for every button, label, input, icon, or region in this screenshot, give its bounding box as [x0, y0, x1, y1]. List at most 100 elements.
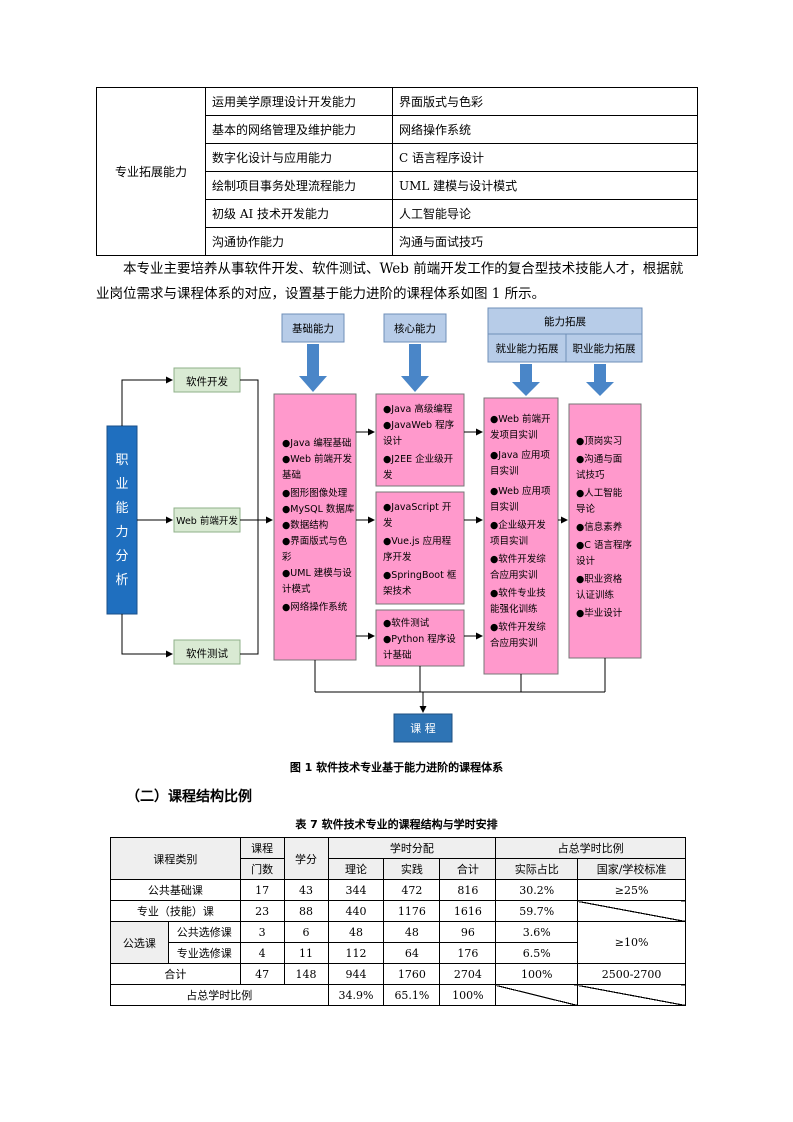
cell: 59.7%: [495, 900, 579, 922]
course-line: ●信息素养: [576, 521, 623, 533]
course-line: ●C 语言程序: [576, 539, 632, 551]
course-output-box: [393, 713, 453, 743]
course-line: ●SpringBoot 框: [383, 569, 457, 581]
course-line: 能强化训练: [490, 603, 538, 615]
cell: 6: [283, 921, 329, 943]
ability-cell: 运用美学原理设计开发能力: [205, 87, 393, 116]
course-line: 基础: [282, 469, 301, 481]
cell: 148: [283, 963, 329, 985]
empty-diagonal-cell: [577, 900, 686, 922]
cell: 11: [283, 942, 329, 964]
career-ext-header: [565, 333, 643, 363]
header-label: 基础能力: [292, 322, 334, 335]
figure-caption: 图 1 软件技术专业基于能力进阶的课程体系: [289, 761, 504, 774]
row-label: 合计: [110, 963, 241, 985]
cell: ≥10%: [577, 921, 686, 964]
header-standard: 国家/学校标准: [577, 858, 686, 880]
cell: 3.6%: [495, 921, 579, 943]
cell: 65.1%: [383, 984, 441, 1006]
job-box-software-dev: [173, 367, 241, 393]
course-line: ●顶岗实习: [576, 435, 622, 447]
course-line: ●图形图像处理: [282, 487, 348, 499]
core-courses-box-2: [375, 491, 465, 605]
course-cell: 人工智能导论: [392, 199, 698, 228]
course-line: ●软件开发综: [490, 553, 546, 565]
cell: 48: [383, 921, 441, 943]
job-analysis-char: 职: [115, 453, 128, 468]
course-line: 试技巧: [576, 469, 605, 481]
course-line: ●Web 前端开发: [282, 453, 353, 465]
row-label: 公共选修课: [167, 921, 241, 943]
cell: 34.9%: [327, 984, 385, 1006]
course-line: ●Java 高级编程: [383, 403, 453, 415]
core1-text: ●Java 高级编程 ●JavaWeb 程序 设计 ●J2EE 企业级开 发: [383, 403, 455, 481]
course-line: ●人工智能: [576, 487, 623, 499]
course-cell: 界面版式与色彩: [392, 87, 698, 116]
cell: 344: [327, 879, 385, 901]
course-line: ●J2EE 企业级开: [383, 453, 454, 465]
header-category: 课程类别: [110, 837, 241, 880]
down-arrow-icon: [512, 364, 540, 396]
cell: 96: [439, 921, 497, 943]
row-label: 公共基础课: [110, 879, 241, 901]
course-line: 导论: [576, 503, 596, 515]
cell: 100%: [495, 963, 579, 985]
basic-ability-header: [281, 313, 345, 343]
header-actual: 实际占比: [495, 858, 579, 880]
job-label: Web 前端开发: [176, 515, 238, 527]
cell: 472: [383, 879, 441, 901]
course-line: 发项目实训: [490, 429, 538, 441]
curriculum-diagram: 职 业 能 力 分 析 软件开发 Web 前端开发 软件测试 基础能力 核心能力…: [106, 307, 643, 743]
ability-cell: 初级 AI 技术开发能力: [205, 199, 393, 228]
cell: 88: [283, 900, 329, 922]
ability-cell: 基本的网络管理及维护能力: [205, 115, 393, 144]
job-analysis-char: 力: [115, 525, 128, 540]
course-line: 设计: [576, 555, 596, 567]
cell: 4: [239, 942, 285, 964]
cell: 100%: [439, 984, 497, 1006]
course-line: ●MySQL 数据库: [282, 503, 355, 515]
cell: 23: [239, 900, 285, 922]
cell: 1760: [383, 963, 441, 985]
course-line: ●Web 应用项: [490, 485, 551, 497]
ability-cell: 绘制项目事务处理流程能力: [205, 171, 393, 200]
cell: 944: [327, 963, 385, 985]
job-analysis-char: 业: [115, 477, 128, 492]
course-line: ●软件开发综: [490, 621, 546, 633]
course-line: ●网络操作系统: [282, 601, 348, 613]
course-line: ●Java 应用项: [490, 449, 550, 461]
row-label: 占总学时比例: [110, 984, 329, 1006]
job-analysis-char: 析: [115, 573, 128, 588]
course-line: ●Java 编程基础: [282, 437, 351, 449]
header-count: 课程: [239, 837, 285, 859]
header-label: 能力拓展: [544, 315, 586, 328]
course-cell: 网络操作系统: [392, 115, 698, 144]
course-line: ●软件专业技: [490, 587, 546, 599]
intro-paragraph: 本专业主要培养从事软件开发、软件测试、Web 前端开发工作的复合型技术技能人才，…: [96, 261, 684, 302]
core-ability-header: [383, 313, 447, 343]
course-line: ●职业资格: [576, 573, 623, 585]
empty-diagonal-cell: [577, 984, 686, 1006]
basic-courses-text: ●Java 编程基础 ●Web 前端开发 基础 ●图形图像处理 ●MySQL 数…: [282, 437, 355, 613]
job-analysis-char: 能: [115, 501, 128, 516]
course-cell: UML 建模与设计模式: [392, 171, 698, 200]
course-line: 设计: [383, 435, 403, 447]
course-line: 合应用实训: [490, 637, 538, 649]
course-line: 目实训: [490, 465, 519, 477]
course-line: 序开发: [383, 551, 412, 563]
down-arrow-icon: [586, 364, 614, 396]
header-total: 合计: [439, 858, 497, 880]
ability-cell: 数字化设计与应用能力: [205, 143, 393, 172]
job-analysis-box: [106, 425, 138, 615]
course-line: 架技术: [383, 585, 412, 597]
header-theory: 理论: [327, 858, 385, 880]
course-line: 彩: [282, 552, 292, 563]
cell: 440: [327, 900, 385, 922]
empty-diagonal-cell: [495, 984, 579, 1006]
header-ratio: 占总学时比例: [495, 837, 686, 859]
header-label: 就业能力拓展: [496, 342, 559, 355]
cell: 17: [239, 879, 285, 901]
course-line: ●数据结构: [282, 519, 328, 531]
course-line: 目实训: [490, 501, 519, 513]
course-line: ●Python 程序设: [383, 633, 456, 645]
